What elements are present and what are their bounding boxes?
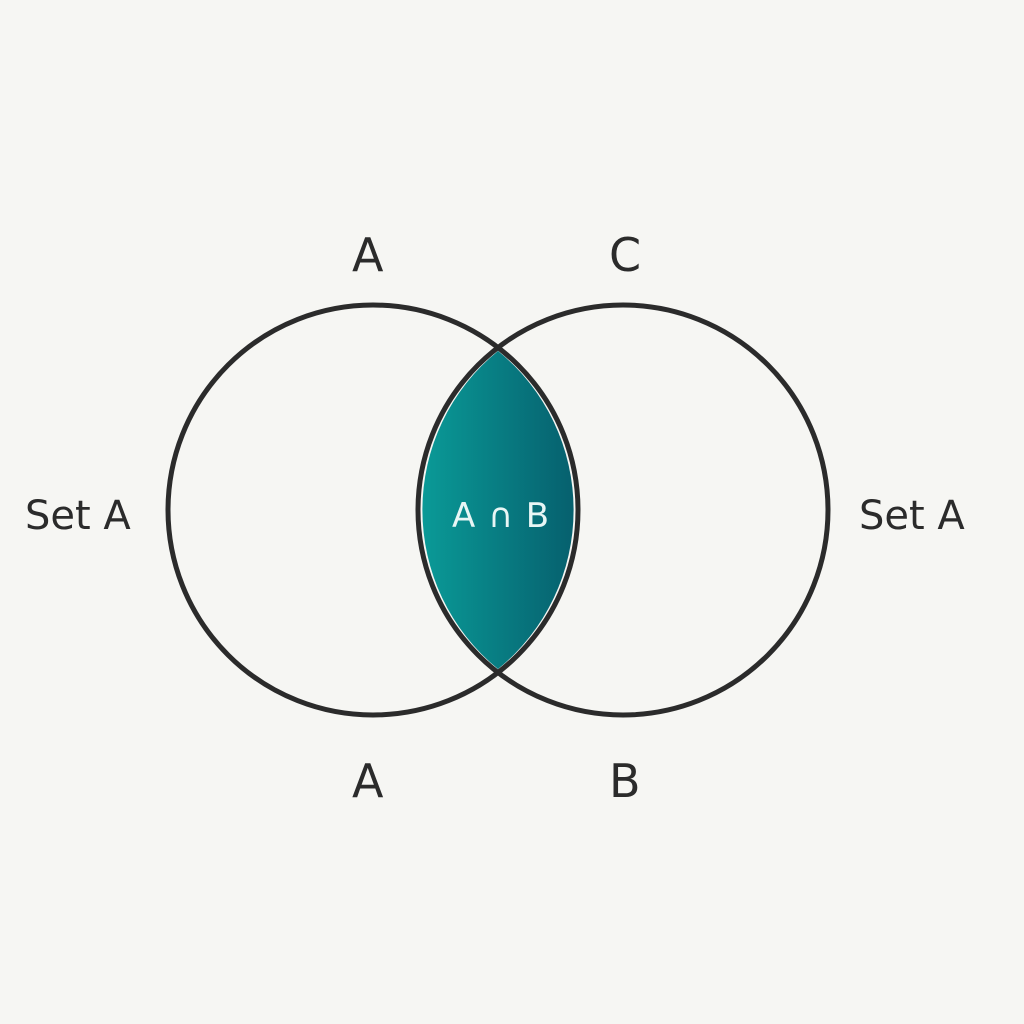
label-top-left: A — [352, 228, 384, 282]
label-set-left: Set A — [25, 493, 131, 539]
right-circle — [415, 302, 831, 718]
label-bottom-right: B — [609, 754, 641, 808]
label-set-right: Set A — [859, 493, 965, 539]
label-top-right: C — [609, 228, 642, 282]
label-bottom-left: A — [352, 754, 384, 808]
left-circle — [165, 302, 581, 718]
intersection-label: A ∩ B — [452, 496, 551, 536]
intersection-region — [422, 351, 574, 669]
